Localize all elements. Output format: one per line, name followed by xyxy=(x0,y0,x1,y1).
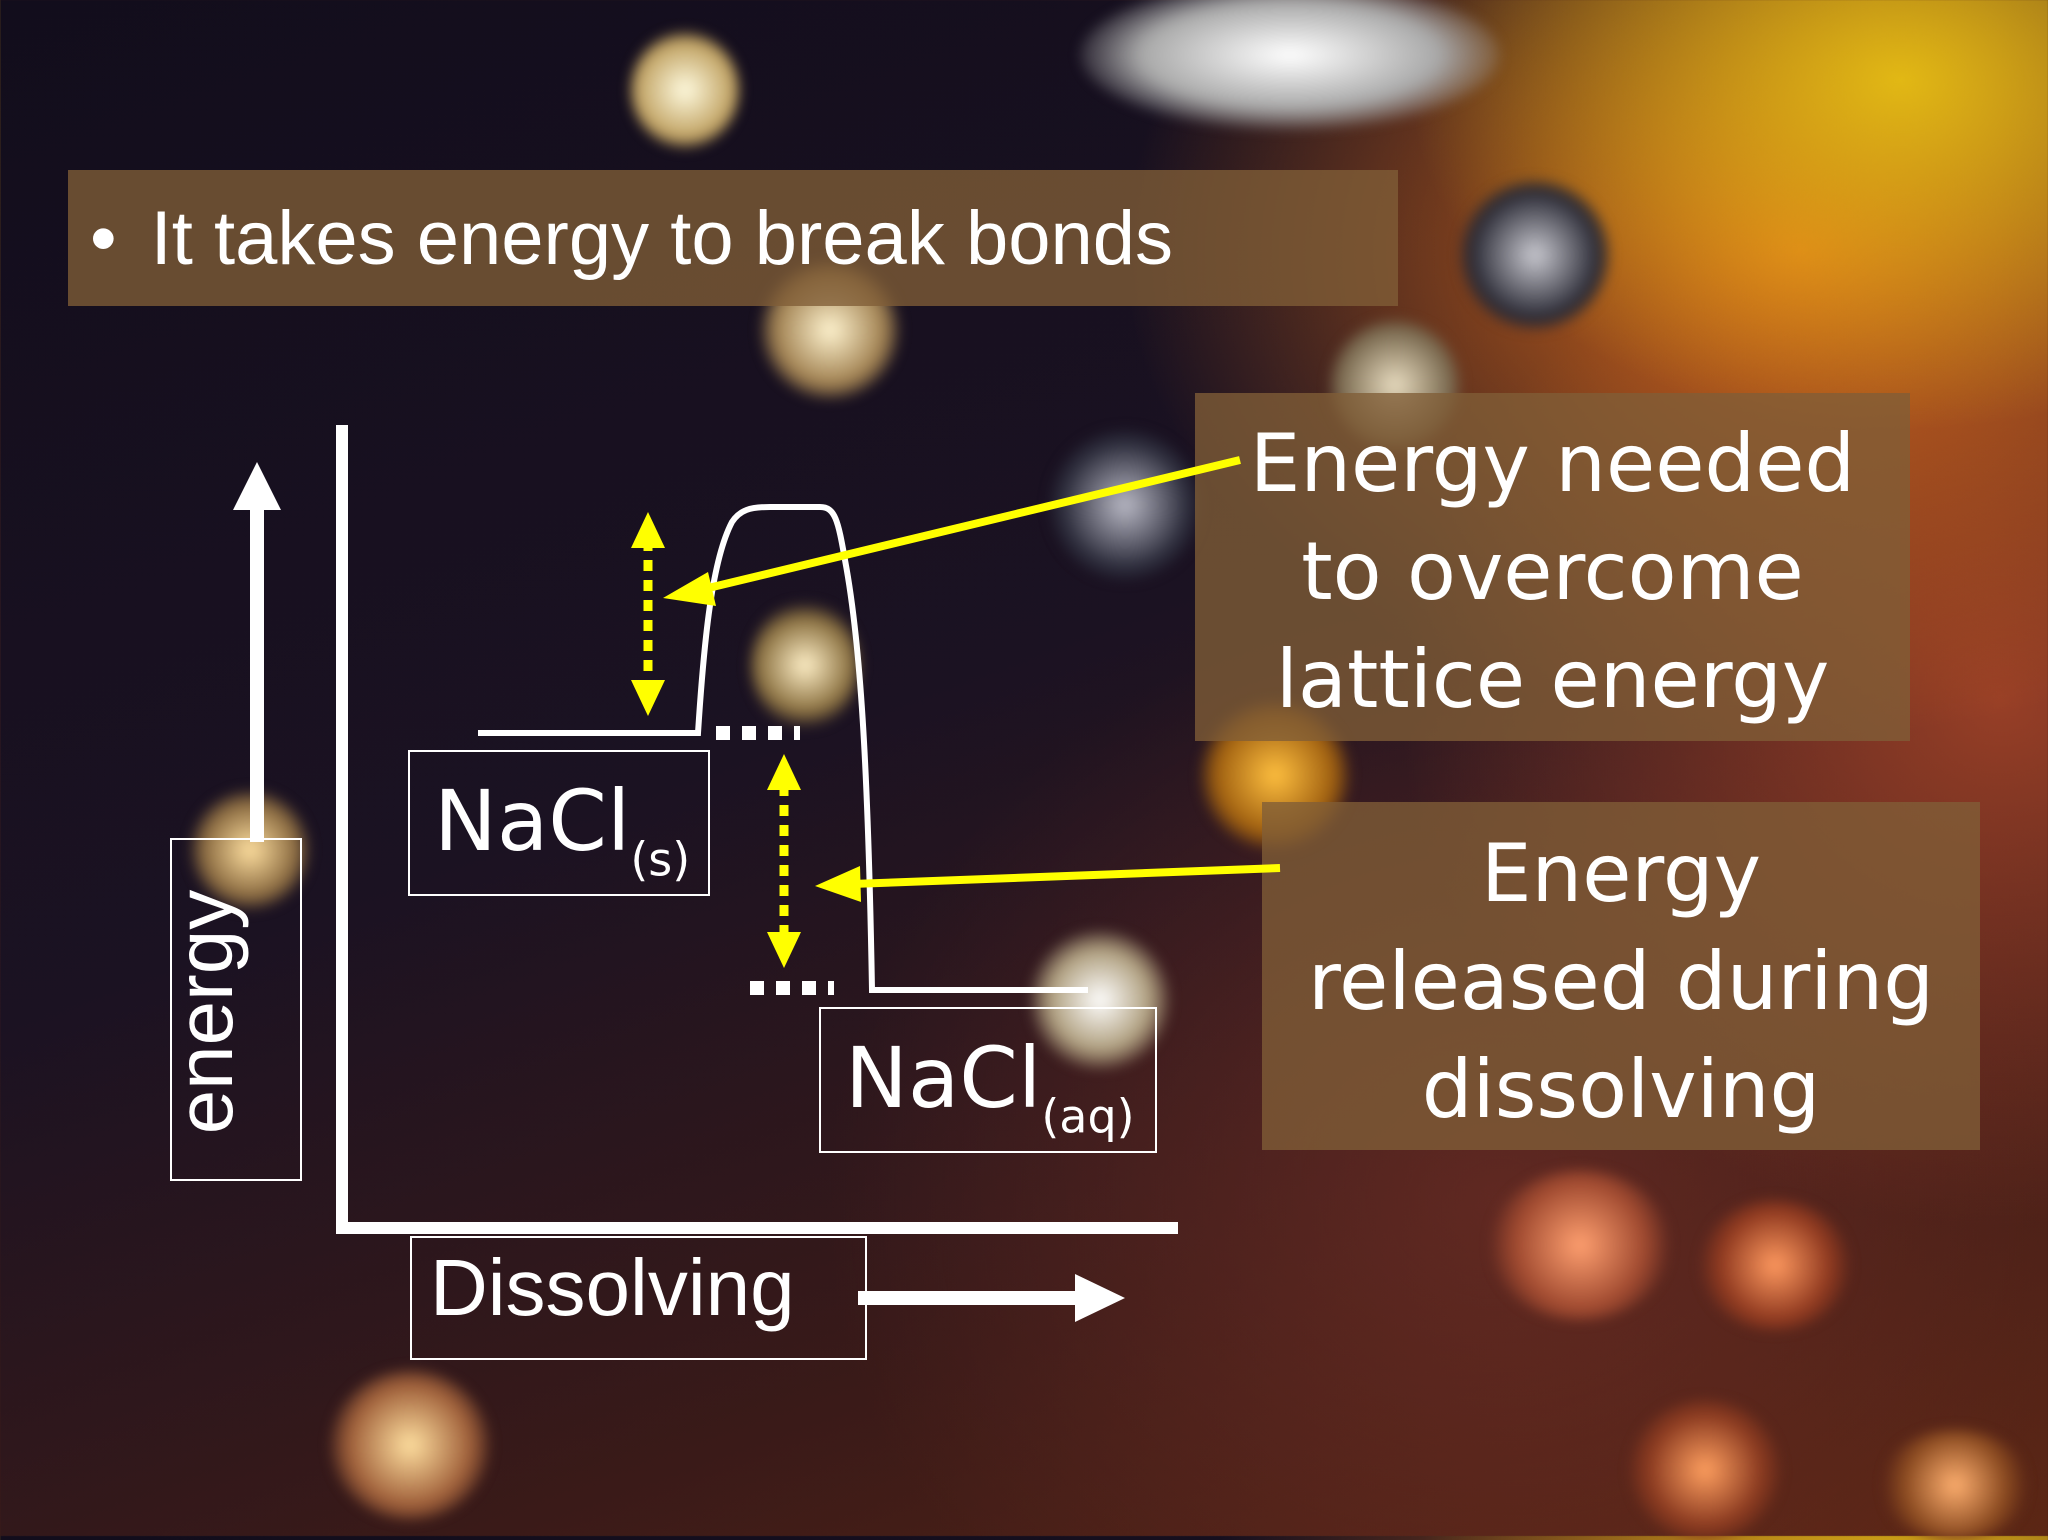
energy-curve xyxy=(478,504,1088,993)
callout-lattice-energy: Energy needed to overcome lattice energy xyxy=(1195,410,1910,734)
background-molecule xyxy=(1880,1430,2030,1540)
callout-line: lattice energy xyxy=(1275,633,1830,726)
lattice-callout-pointer xyxy=(699,456,1241,594)
start-state-formula: NaCl xyxy=(434,772,631,870)
lattice-arrow-head-down xyxy=(631,680,665,716)
energy-axis-label-text: energy xyxy=(160,889,249,1135)
background-molecule xyxy=(1460,180,1610,330)
lattice-callout-pointer-head xyxy=(663,572,716,606)
background-molecule xyxy=(750,600,860,730)
callout-line: released during xyxy=(1307,935,1934,1028)
callout-energy-released: Energy released during dissolving xyxy=(1262,820,1980,1144)
background-molecule xyxy=(1490,1170,1670,1320)
background-molecule xyxy=(1700,1200,1850,1330)
energy-axis-arrow-head xyxy=(233,462,281,510)
end-state-phase: (aq) xyxy=(1041,1089,1135,1144)
end-state-formula: NaCl xyxy=(845,1029,1042,1127)
background-molecule xyxy=(1050,430,1200,580)
dissolving-arrow-head xyxy=(1075,1274,1125,1322)
dissolving-axis-label: Dissolving xyxy=(430,1243,795,1332)
dissolving-label-box: Dissolving xyxy=(410,1236,867,1360)
released-arrow-head-down xyxy=(767,932,801,968)
callout-line: Energy xyxy=(1480,827,1762,920)
title-banner xyxy=(68,170,1398,306)
diagram-axes xyxy=(336,425,1178,1234)
callout-line: Energy needed xyxy=(1249,417,1856,510)
callout-panel-lattice xyxy=(1195,393,1910,741)
callout-panel-released xyxy=(1262,802,1980,1150)
slide-title-text: It takes energy to break bonds xyxy=(150,196,1174,281)
background-molecule xyxy=(630,30,740,150)
lattice-arrow-head-up xyxy=(631,512,665,548)
released-arrow-head-up xyxy=(767,754,801,790)
energy-label-box xyxy=(170,838,302,1181)
start-state-phase: (s) xyxy=(630,832,691,887)
bullet: • xyxy=(90,196,117,281)
end-state-box: NaCl(aq) xyxy=(819,1007,1157,1153)
slide-title: • It takes energy to break bonds xyxy=(90,195,1173,282)
callout-line: dissolving xyxy=(1421,1043,1821,1136)
background-molecule xyxy=(1630,1400,1780,1540)
background-molecule xyxy=(1080,0,1500,130)
callout-line: to overcome xyxy=(1301,525,1804,618)
start-state-box: NaCl(s) xyxy=(408,750,710,896)
background-molecule xyxy=(330,1370,490,1520)
released-callout-pointer-head xyxy=(815,866,861,902)
released-callout-pointer xyxy=(851,864,1281,888)
background-molecule xyxy=(1030,930,1170,1070)
